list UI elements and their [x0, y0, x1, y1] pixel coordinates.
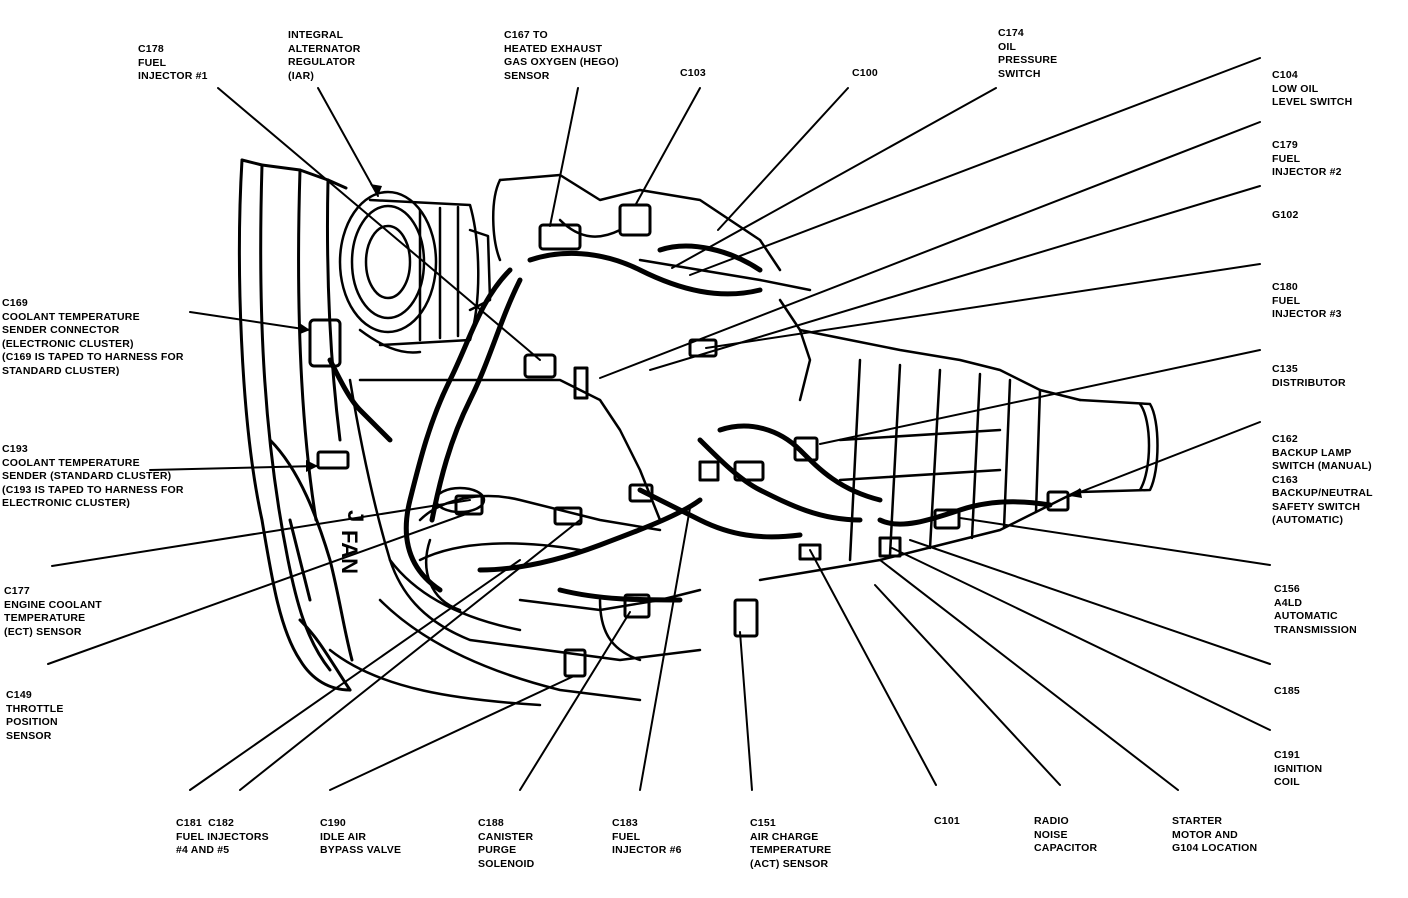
label-c101: C101	[934, 815, 960, 827]
fan-prefix-text: J	[343, 510, 368, 522]
alternator	[338, 190, 492, 354]
engine-illustration: J FAN	[47, 57, 1271, 791]
connectors	[308, 203, 1070, 678]
radiator-shroud	[238, 158, 354, 692]
intake-plenum	[418, 486, 702, 662]
label-g102: G102	[1272, 209, 1299, 221]
arrowheads	[298, 184, 1082, 498]
fan-text: FAN	[337, 530, 362, 574]
label-c103: C103	[680, 67, 706, 79]
fan-lettering: J FAN	[337, 510, 368, 574]
label-c100: C100	[852, 67, 878, 79]
label-c185: C185	[1274, 685, 1300, 697]
wire-harness	[327, 243, 1053, 603]
leader-lines	[47, 57, 1271, 791]
